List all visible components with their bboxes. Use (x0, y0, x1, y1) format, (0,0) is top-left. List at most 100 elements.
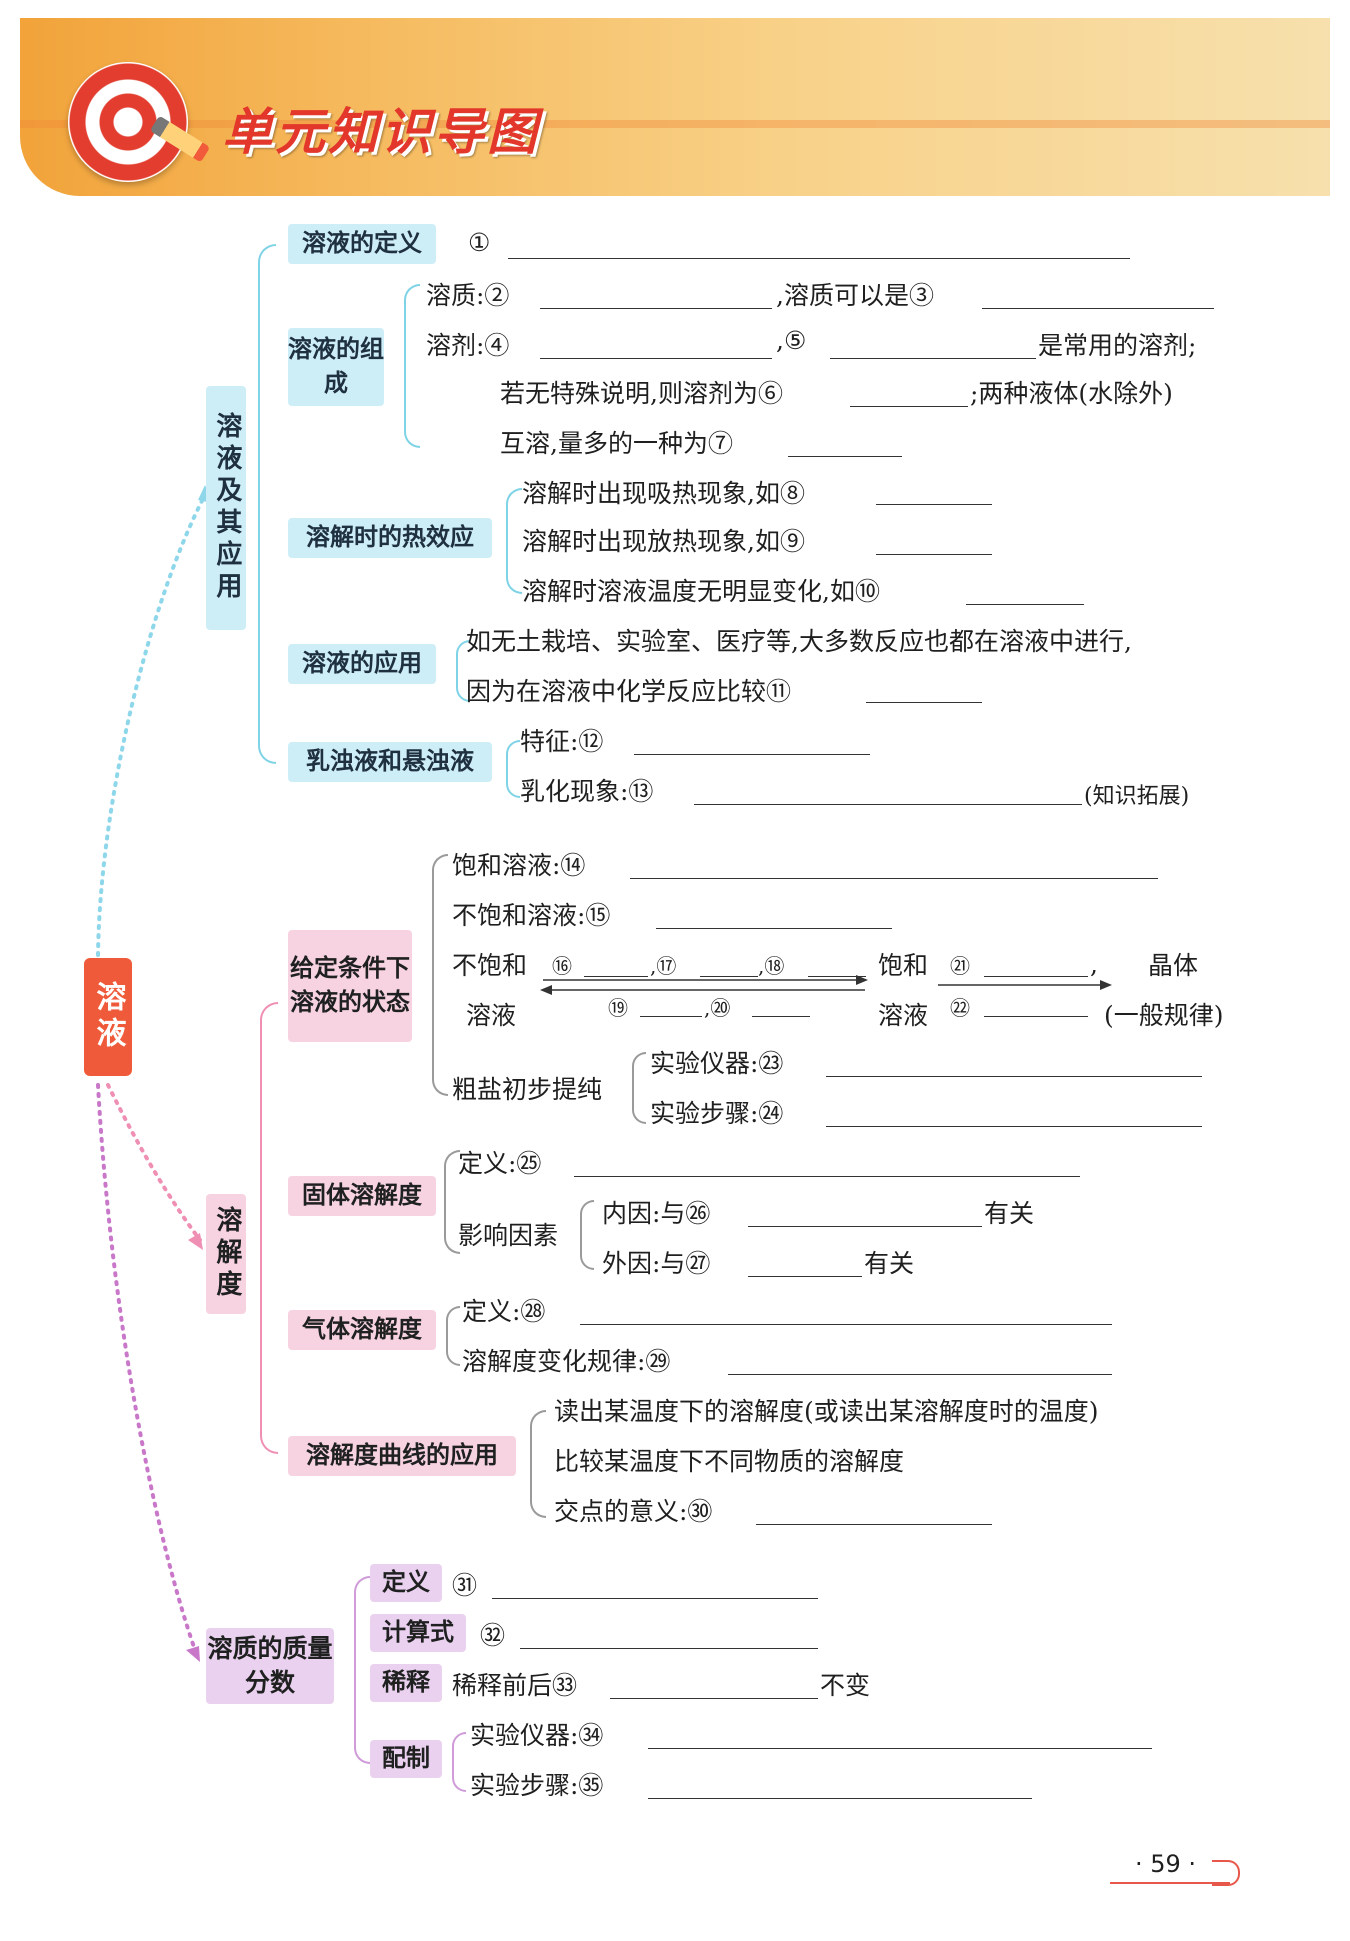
s1-definition-marker: ① (468, 228, 491, 257)
s2-conv-blank21[interactable] (984, 976, 1088, 977)
s2-conv-blank19[interactable] (640, 1016, 702, 1017)
s2-salt-label: 粗盐初步提纯 (452, 1075, 603, 1104)
s1-heat-blank-1[interactable] (876, 504, 992, 505)
s1-application-blank[interactable] (866, 702, 982, 703)
s2-conv-m19: ⑲ (608, 996, 628, 1020)
s2-conv-blank22[interactable] (984, 1016, 1088, 1017)
s3-definition-blank[interactable] (492, 1598, 818, 1599)
s3-dilution-prefix: 稀释前后㉝ (452, 1671, 578, 1700)
s2-state-label: 给定条件下溶液的状态 (288, 930, 412, 1042)
s1-emulsion-label: 乳浊液和悬浊液 (288, 742, 492, 782)
page-number-underline (1110, 1882, 1230, 1884)
s2-gas-definition: 定义:㉘ (462, 1297, 546, 1326)
s2-conv-comma: , (1090, 950, 1098, 979)
arrowhead-section2 (188, 1233, 203, 1250)
section1-bracket (258, 244, 276, 764)
s2-salt-instrument: 实验仪器:㉓ (650, 1049, 784, 1078)
s3-dilution-blank[interactable] (610, 1698, 818, 1699)
s1-application-line2: 因为在溶液中化学反应比较⑪ (466, 677, 792, 706)
s1-solute-blank[interactable] (540, 308, 772, 309)
s2-solid-factor-label: 影响因素 (458, 1221, 559, 1250)
s1-heat-blank-3[interactable] (966, 604, 1084, 605)
s2-conv-m18: ,⑱ (758, 954, 785, 978)
s2-gas-definition-blank[interactable] (580, 1324, 1112, 1325)
s1-heat-bracket (506, 488, 522, 594)
s2-unsaturated-blank[interactable] (656, 928, 892, 929)
s2-conv-crystal: 晶体 (1148, 951, 1199, 980)
s2-conv-m20: ,⑳ (704, 996, 731, 1020)
s3-prepare-label: 配制 (370, 1740, 442, 1778)
s2-curve-item-3: 交点的意义:㉚ (554, 1497, 713, 1526)
s1-emulsion-note: (知识拓展) (1084, 784, 1190, 809)
section2-bracket (260, 1002, 278, 1454)
s2-conv-unsat-top: 不饱和 (452, 951, 528, 980)
s2-solid-definition-blank[interactable] (574, 1176, 1080, 1177)
s2-conv-rule: (一般规律) (1104, 1001, 1224, 1030)
s2-conv-sat-bottom: 溶液 (878, 1001, 929, 1030)
s3-formula-blank[interactable] (520, 1648, 818, 1649)
s1-solvent-prefix: 溶剂:④ (426, 331, 510, 360)
s2-salt-steps-blank[interactable] (826, 1126, 1202, 1127)
s1-default-solvent-suffix: ;两种液体(水除外) (970, 379, 1173, 408)
page-number-hook (1212, 1860, 1240, 1886)
s2-conv-m17: ,⑰ (650, 954, 677, 978)
s2-solid-factor-bracket (580, 1200, 594, 1270)
s2-conv-blank18[interactable] (808, 976, 866, 977)
s1-composition-bracket (404, 284, 420, 448)
s2-curve-blank[interactable] (756, 1524, 992, 1525)
s1-emulsion-emulsify-blank[interactable] (694, 804, 1082, 805)
s1-application-label: 溶液的应用 (288, 644, 436, 684)
s1-composition-label: 溶液的组成 (288, 328, 384, 406)
s2-solid-label: 固体溶解度 (288, 1176, 436, 1216)
arrow-to-section3 (96, 1083, 197, 1652)
s1-application-line1: 如无土栽培、实验室、医疗等,大多数反应也都在溶液中进行, (466, 627, 1132, 656)
s2-conv-m16: ⑯ (552, 954, 572, 978)
s2-conv-sat-top: 饱和 (878, 951, 929, 980)
s2-curve-item-2: 比较某温度下不同物质的溶解度 (554, 1447, 905, 1476)
s1-solute-mid: ,溶质可以是③ (776, 281, 934, 310)
s2-saturated-blank[interactable] (630, 878, 1158, 879)
section3-label: 溶质的质量分数 (206, 1628, 334, 1704)
root-label: 溶液 (84, 958, 132, 1076)
s2-conv-m22: ㉒ (950, 996, 970, 1020)
s2-solid-external-blank[interactable] (748, 1276, 862, 1277)
page-number: · 59 · (1135, 1850, 1197, 1878)
s2-conv-blank16[interactable] (584, 976, 648, 977)
s2-solid-internal-prefix: 内因:与㉖ (602, 1199, 711, 1228)
section2-label: 溶解度 (206, 1194, 246, 1314)
s1-heat-item-2: 溶解时出现放热现象,如⑨ (522, 527, 805, 556)
s1-solute-kind-blank[interactable] (982, 308, 1214, 309)
s1-solvent-blank[interactable] (540, 358, 772, 359)
s2-conv-unsat-bottom: 溶液 (466, 1001, 517, 1030)
s2-solid-internal-suffix: 有关 (984, 1199, 1035, 1228)
s2-solid-internal-blank[interactable] (748, 1226, 982, 1227)
s3-prepare-steps: 实验步骤:㉟ (470, 1771, 604, 1800)
s2-gas-rule: 溶解度变化规律:㉙ (462, 1347, 671, 1376)
s3-prepare-steps-blank[interactable] (648, 1798, 1032, 1799)
s1-heat-item-3: 溶解时溶液温度无明显变化,如⑩ (522, 577, 880, 606)
s2-conv-blank17[interactable] (700, 976, 758, 977)
s1-emulsion-emulsify: 乳化现象:⑬ (520, 777, 654, 806)
s1-emulsion-feature: 特征:⑫ (520, 727, 604, 756)
page-title: 单元知识导图 (222, 103, 540, 161)
s2-gas-label: 气体溶解度 (288, 1310, 436, 1350)
arrow-to-section2 (106, 1083, 202, 1242)
arrowhead-section3 (186, 1646, 200, 1662)
s3-dilution-label: 稀释 (370, 1664, 442, 1702)
s2-conv-blank20[interactable] (752, 1016, 810, 1017)
s2-saturated: 饱和溶液:⑭ (452, 851, 586, 880)
s2-gas-rule-blank[interactable] (728, 1374, 1112, 1375)
s1-common-solvent-blank[interactable] (830, 358, 1036, 359)
s1-default-solvent-blank[interactable] (850, 406, 968, 407)
s2-salt-instrument-blank[interactable] (826, 1076, 1202, 1077)
s1-emulsion-feature-blank[interactable] (634, 754, 870, 755)
conversion-arrowhead-backward (540, 985, 552, 995)
s1-mutual-prefix: 互溶,量多的一种为⑦ (500, 429, 733, 458)
s3-prepare-instrument-blank[interactable] (648, 1748, 1152, 1749)
s2-salt-steps: 实验步骤:㉔ (650, 1099, 784, 1128)
s1-heat-blank-2[interactable] (876, 554, 992, 555)
s1-definition-blank[interactable] (508, 258, 1130, 259)
s2-curve-bracket (530, 1410, 546, 1518)
s1-mutual-blank[interactable] (788, 456, 902, 457)
header-stripe (20, 120, 1330, 128)
